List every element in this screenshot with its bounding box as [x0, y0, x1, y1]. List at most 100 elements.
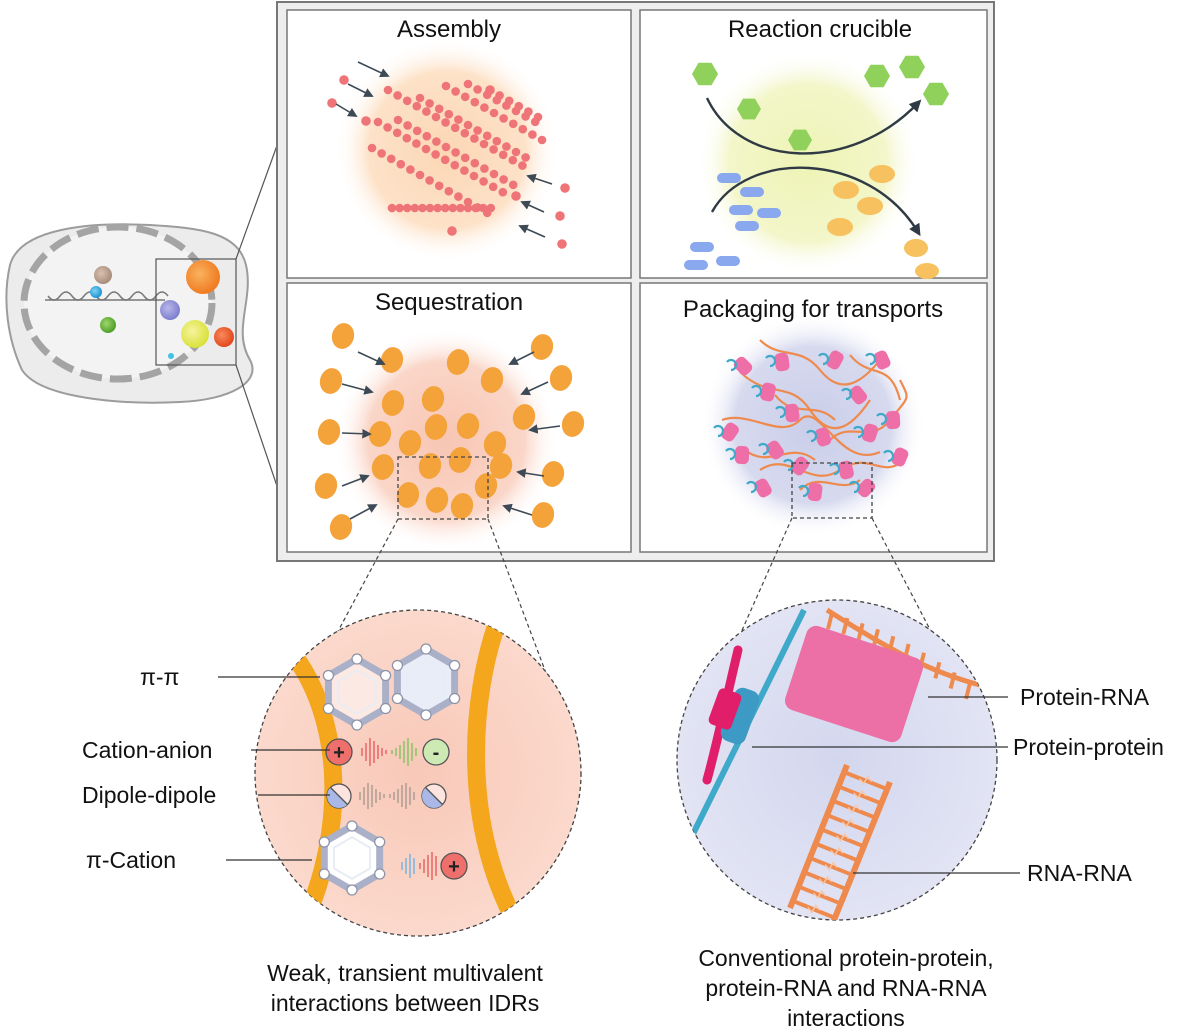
rna-strand [721, 415, 881, 456]
assembly-subunit [489, 169, 499, 179]
reaction-art [684, 51, 949, 279]
assembly-subunit [395, 203, 404, 213]
client-molecule [371, 454, 395, 480]
client-molecule [317, 419, 341, 445]
reaction-substrates [684, 173, 781, 270]
assembly-subunit [412, 101, 422, 111]
assembly-subunit [473, 126, 482, 135]
assembly-art [327, 38, 570, 262]
atom-node [346, 820, 358, 832]
assembly-subunit [518, 124, 528, 134]
assembly-subunit [454, 192, 463, 201]
client-molecule [425, 487, 449, 513]
assembly-subunit [367, 143, 377, 153]
reaction-arrow-upper [705, 97, 922, 155]
assembly-subunit [440, 155, 450, 165]
assembly-subunit [441, 81, 451, 91]
reaction-droplet [696, 51, 920, 275]
assembly-subunit [470, 158, 480, 168]
ring-inner [406, 659, 446, 705]
hydrogen-bond [824, 861, 838, 871]
atom-node [391, 659, 404, 672]
client-molecule [489, 453, 513, 479]
negative-charge-icon [422, 738, 450, 766]
organelle-green [100, 317, 116, 333]
rna-hook [841, 387, 853, 401]
label-protein-rna: Protein-RNA [1020, 684, 1150, 710]
assembly-subunit [441, 118, 450, 127]
protein-domain-blue [720, 687, 760, 745]
assembly-subunit [386, 154, 396, 164]
rna-hook [725, 447, 737, 461]
assembly-subunit [463, 79, 473, 89]
assembly-subunit [508, 119, 518, 129]
assembly-subunit [508, 155, 518, 165]
client-molecule [512, 404, 536, 430]
assembly-subunit [470, 134, 479, 143]
atom-node [374, 836, 386, 848]
atom-node [391, 692, 404, 705]
packaged-protein [721, 422, 739, 442]
packaged-protein [790, 456, 810, 476]
assembly-subunit [434, 104, 444, 114]
assembly-subunit [478, 203, 488, 213]
packaged-protein [885, 410, 901, 430]
rna-hook [818, 352, 830, 366]
client-molecule [424, 414, 448, 440]
hydrogen-bond [847, 804, 861, 814]
positive-charge-icon [325, 738, 353, 766]
assembly-subunit [444, 186, 454, 196]
packaging-proteins [713, 350, 909, 502]
free-monomer [511, 191, 521, 201]
packaging-zoom-box [791, 462, 873, 519]
assembly-subunit [479, 177, 488, 186]
interaction-waves [359, 738, 437, 880]
packaged-protein [807, 482, 823, 502]
label-pi-cation: π-Cation [86, 847, 177, 873]
assembly-subunit [425, 203, 435, 213]
rna-hook [751, 384, 763, 398]
assembly-subunit [498, 150, 508, 160]
atom-node [322, 669, 335, 682]
assembly-subunit [421, 144, 431, 154]
free-monomer [555, 211, 565, 221]
assembly-subunit [518, 161, 527, 170]
reaction-arrow-lower [710, 166, 921, 237]
assembly-subunit [418, 203, 427, 213]
packaged-protein [826, 350, 844, 370]
rna-hook [876, 412, 888, 426]
rna-hook [798, 484, 810, 498]
client-molecule [418, 453, 442, 479]
packaging-art [701, 313, 925, 537]
assembly-subunit [432, 137, 441, 146]
rna-hook [726, 358, 738, 372]
atom-node [420, 643, 432, 655]
assembly-subunit [415, 170, 425, 180]
caption-idr: Weak, transient multivalent interactions… [267, 958, 543, 1018]
idr-chain-left [281, 641, 343, 929]
minus-glyph: - [433, 742, 440, 764]
packaged-protein [733, 356, 753, 376]
aromatic-ring-icon [318, 820, 386, 896]
atom-node [351, 719, 363, 731]
rna-hook [829, 462, 841, 476]
ring-bonds [324, 655, 390, 729]
free-monomer [560, 183, 570, 193]
assembly-subunit [508, 180, 518, 190]
sequestration-art [314, 323, 585, 552]
assembly-subunit [422, 131, 432, 141]
organelle-blue [90, 286, 102, 298]
assembly-subunit [373, 117, 383, 127]
assembly-subunit [495, 91, 504, 100]
hexagon-molecule [737, 98, 761, 120]
client-molecule [396, 482, 420, 508]
rna-duplex-ladder [787, 763, 893, 920]
rna-strand [774, 394, 836, 421]
assembly-subunit [412, 139, 421, 148]
assembly-subunit [537, 135, 547, 145]
rna-base [872, 628, 880, 646]
assembly-fibers [367, 79, 547, 218]
free-monomer [447, 226, 457, 236]
rna-hook [853, 425, 865, 439]
